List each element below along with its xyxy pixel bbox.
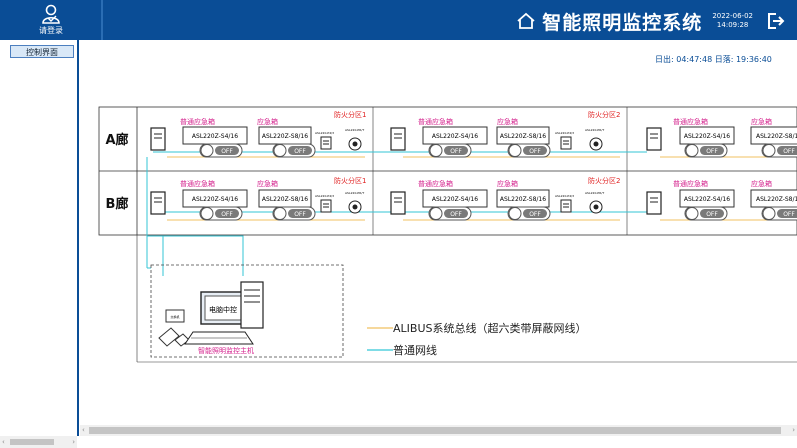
date-text: 2022-06-02 <box>712 12 753 20</box>
module-label: ASL220Z-S4/16 <box>684 133 730 140</box>
datetime: 2022-06-02 14:09:28 <box>712 12 753 30</box>
module-label: ASL220Z-S4/16 <box>192 196 238 203</box>
scroll-right-icon[interactable]: › <box>792 426 795 434</box>
module-label: ASL220Z-S4/16 <box>432 133 478 140</box>
cell-a-zone1: 普通应急箱 应急箱 防火分区1 ASL220Z-S4/16 ASL220Z-S8… <box>150 110 366 158</box>
sunrise-text: 日出: 04:47:48 <box>655 55 713 64</box>
scroll-thumb[interactable] <box>10 439 54 445</box>
toggle-label: OFF <box>706 211 718 218</box>
cell-a-zone2: 普通应急箱 应急箱 防火分区2 ASL220Z-S4/16 ASL220Z-S8… <box>390 110 620 158</box>
toggle-label: OFF <box>529 148 541 155</box>
box-emergency-label: 应急箱 <box>751 179 772 188</box>
module-label: ASL220Z-S4/16 <box>684 196 730 203</box>
cell-a-zone3: 普通应急箱 应急箱 ASL220Z-S4/16 ASL220Z-S8/16 OF… <box>646 117 797 158</box>
row-label-a: A廊 <box>105 132 128 148</box>
zone-label: 防火分区2 <box>588 176 620 185</box>
title-area: 智能照明监控系统 2022-06-02 14:09:28 <box>516 6 785 36</box>
tiny-module-label: ASL220-P4/3 <box>315 194 334 198</box>
sunset-text: 日落: 19:36:40 <box>714 55 772 64</box>
tiny-module-label: ASL220-P4/3 <box>555 131 574 135</box>
module-label: ASL220Z-S8/16 <box>500 196 546 203</box>
row-label-b: B廊 <box>106 196 129 212</box>
box-normal-label: 普通应急箱 <box>673 179 708 188</box>
scroll-left-icon[interactable]: ‹ <box>82 426 85 434</box>
host-label: 智能照明监控主机 <box>198 346 254 355</box>
sidebar-border <box>77 40 79 436</box>
cell-b-zone2: 普通应急箱 应急箱 防火分区2 ASL220Z-S4/16 ASL220Z-S8… <box>390 176 620 221</box>
tiny-module-label: ASL220-P4/3 <box>555 194 574 198</box>
login-label: 请登录 <box>39 26 63 35</box>
box-normal-label: 普通应急箱 <box>418 117 453 126</box>
module-label: ASL220Z-S4/16 <box>432 196 478 203</box>
box-normal-label: 普通应急箱 <box>180 117 215 126</box>
user-icon <box>42 4 60 24</box>
topbar-divider <box>101 0 103 40</box>
box-emergency-label: 应急箱 <box>497 179 518 188</box>
module-label: ASL220Z-S8/16 <box>500 133 546 140</box>
legend-bus-text: ALIBUS系统总线（超六类带屏蔽网线） <box>393 321 586 335</box>
tiny-device-label: 交换机 <box>170 314 179 319</box>
toggle-label: OFF <box>529 211 541 218</box>
toggle-label: OFF <box>221 211 233 218</box>
box-emergency-label: 应急箱 <box>257 117 278 126</box>
zone-label: 防火分区1 <box>334 110 366 119</box>
sidebar-scrollbar[interactable]: ‹ › <box>0 436 77 448</box>
box-emergency-label: 应急箱 <box>751 117 772 126</box>
toggle-label: OFF <box>450 211 462 218</box>
tiny-module-label: ASL220-P4/3 <box>315 131 334 135</box>
module-label: ASL220Z-S4/16 <box>192 133 238 140</box>
toggle-label: OFF <box>706 148 718 155</box>
toggle-label: OFF <box>450 148 462 155</box>
box-emergency-label: 应急箱 <box>257 179 278 188</box>
legend-net-text: 普通网线 <box>393 343 437 357</box>
zone-label: 防火分区1 <box>334 176 366 185</box>
bus-line <box>167 156 797 221</box>
login-button[interactable]: 请登录 <box>26 4 76 38</box>
toggle-label: OFF <box>294 148 306 155</box>
home-icon <box>517 12 535 29</box>
box-normal-label: 普通应急箱 <box>418 179 453 188</box>
host-box <box>150 264 344 358</box>
horizontal-scrollbar[interactable]: ‹ › <box>80 425 797 436</box>
box-emergency-label: 应急箱 <box>497 117 518 126</box>
sidebar <box>0 40 77 436</box>
tiny-module-label: ASL220-PR/T <box>585 128 604 132</box>
cell-b-zone3: 普通应急箱 应急箱 ASL220Z-S4/16 ASL220Z-S8/16 OF… <box>646 179 797 221</box>
network-line <box>146 151 647 276</box>
toggle-label: OFF <box>221 148 233 155</box>
page-title: 智能照明监控系统 <box>542 11 703 34</box>
time-text: 14:09:28 <box>716 21 749 29</box>
toggle-label: OFF <box>783 211 795 218</box>
module-label: ASL220Z-S8/16 <box>756 196 797 203</box>
tiny-module-label: ASL220-PR/T <box>585 191 604 195</box>
sun-times: 日出: 04:47:48 日落: 19:36:40 <box>655 54 772 65</box>
module-label: ASL220Z-S8/16 <box>262 133 308 140</box>
toggle-label: OFF <box>783 148 795 155</box>
tiny-module-label: ASL220-PR/T <box>345 128 364 132</box>
tiny-module-label: ASL220-PR/T <box>345 191 364 195</box>
toggle-label: OFF <box>294 211 306 218</box>
scroll-left-icon[interactable]: ‹ <box>2 438 5 446</box>
module-label: ASL220Z-S8/16 <box>756 133 797 140</box>
scroll-right-icon[interactable]: › <box>72 438 75 446</box>
module-label: ASL220Z-S8/16 <box>262 196 308 203</box>
box-normal-label: 普通应急箱 <box>180 179 215 188</box>
box-normal-label: 普通应急箱 <box>673 117 708 126</box>
pc-label: 电脑中控 <box>209 305 237 314</box>
top-bar: 请登录 智能照明监控系统 2022-06-02 14:09:28 <box>0 0 797 40</box>
logout-icon[interactable] <box>765 11 785 31</box>
zone-label: 防火分区2 <box>588 110 620 119</box>
sidebar-item-control[interactable]: 控制界面 <box>10 45 74 58</box>
wiring-diagram: A廊 B廊 普通应急箱 应急箱 防火分区1 ASL220Z-S4/16 ASL2… <box>98 106 797 363</box>
cell-b-zone1: 普通应急箱 应急箱 防火分区1 ASL220Z-S4/16 ASL220Z-S8… <box>150 176 366 221</box>
scroll-thumb[interactable] <box>89 427 781 434</box>
